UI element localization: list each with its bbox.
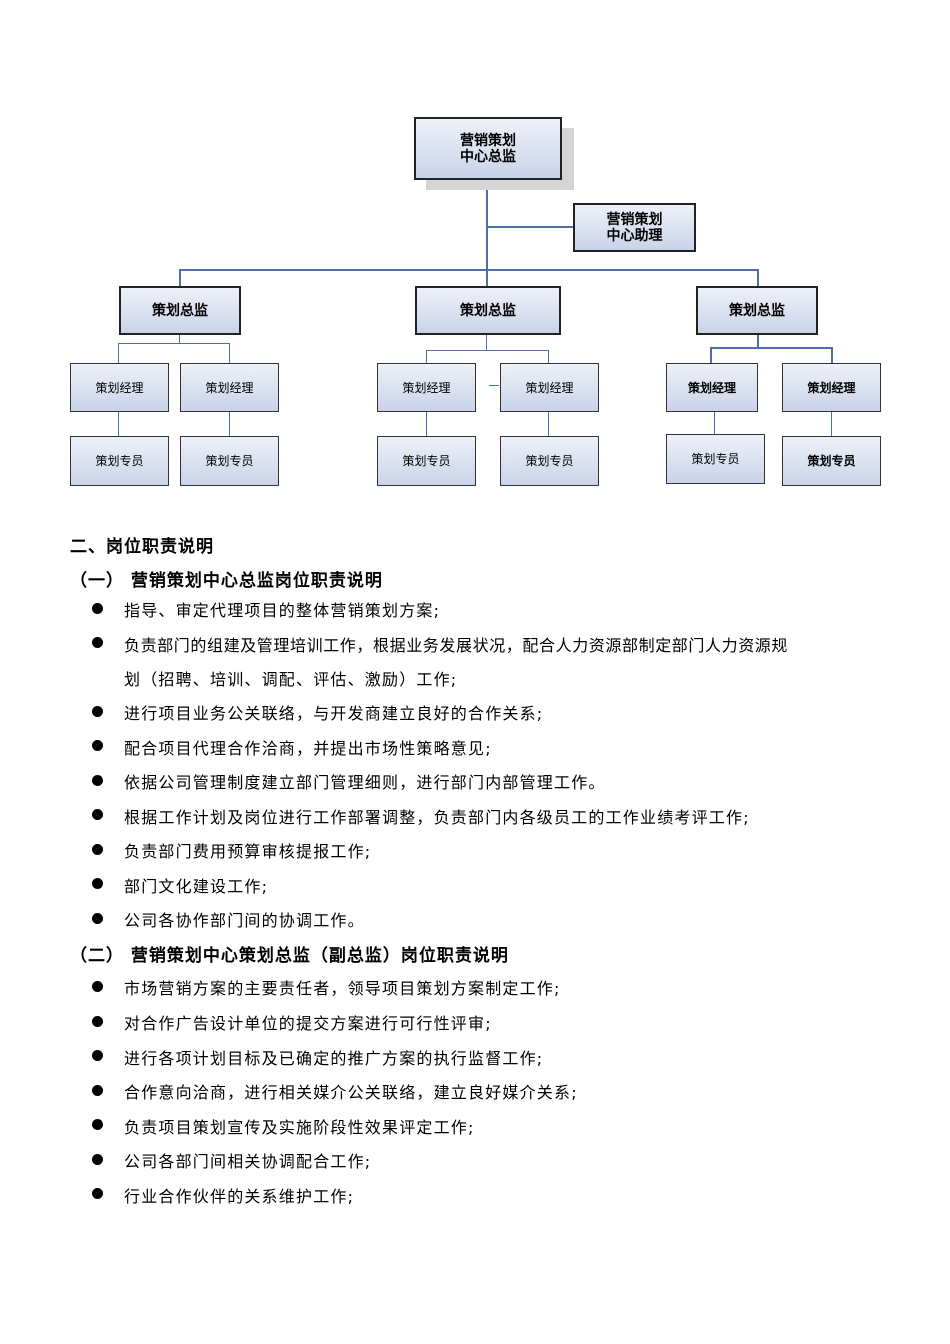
bullet-icon [92,1119,103,1130]
connector-line [714,411,715,434]
org-node-planning-specialist: 策划专员 [666,434,765,484]
connector-line [548,411,549,436]
bullet-icon [92,740,103,751]
connector-line [179,334,180,344]
list-item: 指导、审定代理项目的整体营销策划方案; [124,601,441,620]
list-item: 负责部门的组建及管理培训工作，根据业务发展状况，配合人力资源部制定部门人力资源规 [124,636,789,655]
org-node-planning-manager: 策划经理 [180,363,279,412]
list-item-continuation: 划（招聘、培训、调配、评估、激励）工作; [124,670,458,689]
node-label: 策划专员 [205,454,254,468]
bullet-icon [92,1085,103,1096]
org-node-center-director: 营销策划中心总监 [414,117,562,180]
node-label: 策划总监 [460,302,516,319]
list-item: 部门文化建设工作; [124,877,269,896]
org-node-planning-specialist: 策划专员 [500,436,599,486]
bullet-icon [92,775,103,786]
connector-line [118,411,119,436]
org-node-planning-manager: 策划经理 [70,363,169,412]
connector-line [831,347,833,363]
bullet-icon [92,1154,103,1165]
connector-line [118,343,119,363]
bullet-icon [92,1050,103,1061]
node-label: 策划经理 [525,380,574,395]
connector-line [229,343,230,363]
bullet-icon [92,637,103,648]
node-label: 策划专员 [525,454,574,468]
connector-line [757,334,759,348]
connector-line [710,347,712,363]
bullet-icon [92,1016,103,1027]
node-label: 策划经理 [205,380,254,395]
org-node-planning-specialist: 策划专员 [377,436,476,486]
bullet-icon [92,603,103,614]
node-label: 策划专员 [807,454,856,468]
bullet-icon [92,913,103,924]
bullet-icon [92,844,103,855]
node-label: 策划专员 [402,454,451,468]
org-node-planning-director: 策划总监 [119,286,241,335]
org-node-center-assistant: 营销策划中心助理 [573,203,696,252]
connector-line [426,350,549,351]
list-item: 进行各项计划目标及已确定的推广方案的执行监督工作; [124,1049,544,1068]
bullet-icon [92,981,103,992]
list-item: 对合作广告设计单位的提交方案进行可行性评审; [124,1014,492,1033]
node-label: 营销策划 [606,211,663,228]
connector-line [831,411,832,436]
list-item: 负责部门费用预算审核提报工作; [124,842,372,861]
list-item: 进行项目业务公关联络，与开发商建立良好的合作关系; [124,704,544,723]
list-item: 行业合作伙伴的关系维护工作; [124,1187,355,1206]
list-item: 合作意向洽商，进行相关媒介公关联络，建立良好媒介关系; [124,1083,578,1102]
list-item: 市场营销方案的主要责任者，领导项目策划方案制定工作; [124,979,561,998]
connector-line [486,269,488,287]
node-label: 策划经理 [687,380,736,395]
org-node-planning-manager: 策划经理 [500,363,599,412]
org-node-planning-specialist: 策划专员 [70,436,169,486]
org-node-planning-manager: 策划经理 [782,363,881,412]
node-label: 策划专员 [691,452,740,466]
list-item: 依据公司管理制度建立部门管理细则，进行部门内部管理工作。 [124,773,606,792]
node-label: 中心总监 [460,148,516,165]
list-item: 负责项目策划宣传及实施阶段性效果评定工作; [124,1118,475,1137]
org-node-planning-director: 策划总监 [696,286,818,335]
subsection-title: （二） 营销策划中心策划总监（副总监）岗位职责说明 [70,946,509,966]
connector-line [757,269,759,287]
org-chart: 营销策划中心总监 营销策划中心助理 策划总监 策划总监 策划总监 策划经理 策划… [0,0,950,500]
bullet-icon [92,1188,103,1199]
list-item: 公司各协作部门间的协调工作。 [124,911,365,930]
org-node-planning-director: 策划总监 [415,286,561,335]
org-node-planning-manager: 策划经理 [377,363,476,412]
node-label: 策划经理 [95,380,144,395]
bullet-icon [92,878,103,889]
list-item: 公司各部门间相关协调配合工作; [124,1152,372,1171]
org-node-planning-specialist: 策划专员 [782,436,881,486]
node-label: 策划专员 [95,454,144,468]
connector-line [179,269,181,287]
subsection-title: （一） 营销策划中心总监岗位职责说明 [70,571,383,591]
org-node-planning-manager: 策划经理 [666,363,758,412]
connector-line [489,385,499,386]
connector-line [229,411,230,436]
node-label: 策划总监 [152,302,208,319]
list-item: 配合项目代理合作洽商，并提出市场性策略意见; [124,739,492,758]
node-label: 策划经理 [807,380,856,395]
list-item: 根据工作计划及岗位进行工作部署调整，负责部门内各级员工的工作业绩考评工作; [124,808,750,827]
connector-line [118,343,230,344]
org-node-planning-specialist: 策划专员 [180,436,279,486]
bullet-icon [92,706,103,717]
connector-line [486,180,488,270]
connector-line [486,334,487,351]
section-title: 二、岗位职责说明 [70,537,214,557]
connector-line [179,269,758,271]
connector-line [548,350,549,363]
node-label: 策划经理 [402,380,451,395]
connector-line [710,347,832,349]
node-label: 策划总监 [729,302,785,319]
connector-line [426,350,427,363]
connector-line [486,226,574,228]
connector-line [426,411,427,436]
node-label: 中心助理 [606,227,663,244]
bullet-icon [92,809,103,820]
node-label: 营销策划 [460,132,516,149]
